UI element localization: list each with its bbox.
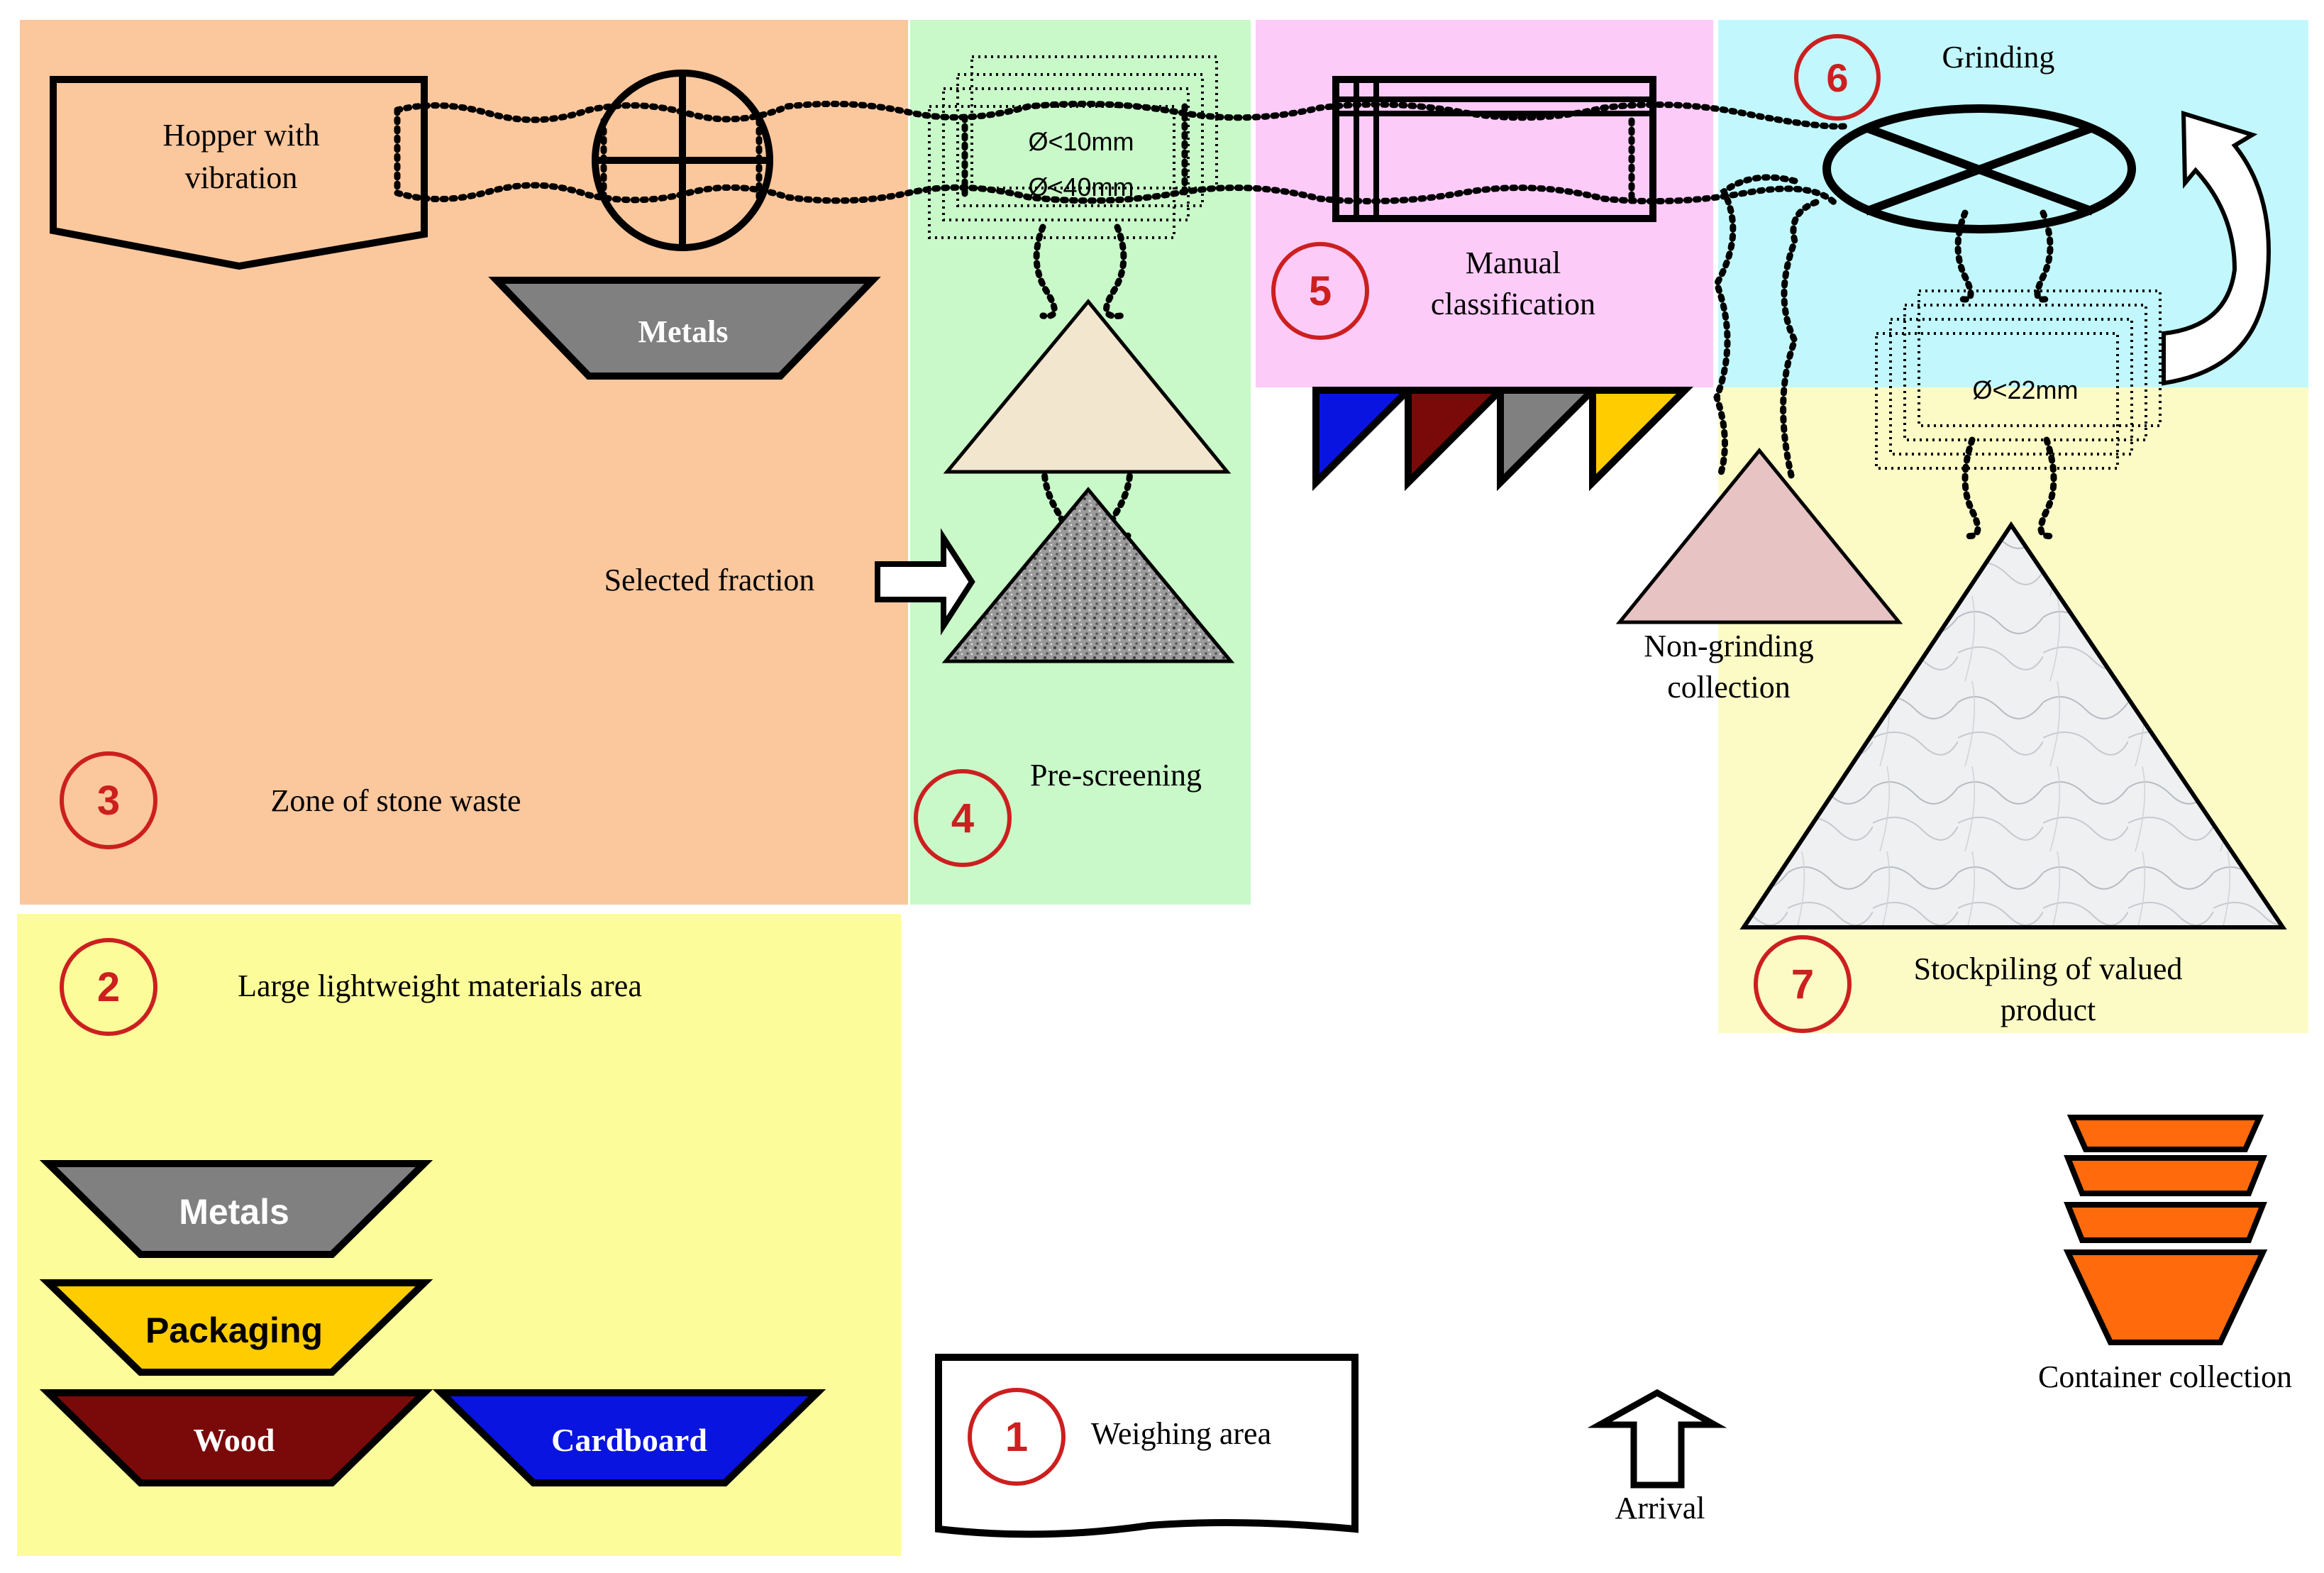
zone-stone-waste	[20, 20, 908, 905]
sorting-bins	[1312, 387, 1694, 492]
zone-7-number: 7	[1791, 961, 1814, 1008]
grinding-screen	[1875, 289, 2162, 470]
hopper-label-line1: Hopper with	[162, 118, 319, 153]
arrival-label: Arrival	[1615, 1491, 1705, 1525]
zone-7-marker	[1754, 935, 1852, 1033]
metals-bin-magnet	[488, 277, 881, 380]
zone-1-marker	[968, 1388, 1066, 1486]
zone-5-label-line2: classification	[1431, 287, 1595, 321]
zone-1-number: 1	[1005, 1414, 1028, 1460]
zone-3-number: 3	[97, 778, 120, 824]
zone-1-label: Weighing area	[1091, 1416, 1271, 1451]
hopper-label-line2: vibration	[185, 160, 298, 195]
zone-2-marker	[60, 938, 157, 1036]
zone-4-marker	[914, 769, 1012, 867]
selected-fraction-pile	[941, 487, 1235, 663]
weighing-area-document	[935, 1354, 1359, 1538]
selected-fraction-arrow-icon	[875, 528, 975, 636]
zone-3-label: Zone of stone waste	[270, 783, 521, 818]
zone-6-marker	[1794, 34, 1881, 121]
packaging-bin	[39, 1279, 433, 1376]
zone-6-number: 6	[1826, 55, 1848, 100]
container-stack-icon	[2063, 1115, 2268, 1345]
screen-fine-label: Ø<10mm	[1028, 127, 1134, 156]
grinding-chute	[1954, 209, 2057, 540]
zone-7-label-line1: Stockpiling of valued	[1914, 951, 2183, 986]
recirculation-arrow-icon	[2162, 110, 2271, 386]
manual-classification-cabin	[1332, 76, 1656, 222]
zone-4-number: 4	[951, 795, 974, 841]
metals-bin-magnet-label: Metals	[638, 314, 728, 349]
zone-4-label: Pre-screening	[1030, 758, 1202, 793]
non-grinding-label-line1: Non-grinding	[1644, 629, 1814, 663]
cardboard-bin-label: Cardboard	[551, 1422, 707, 1458]
selected-fraction-label: Selected fraction	[604, 563, 815, 597]
container-collection-label: Container collection	[2038, 1359, 2292, 1394]
wood-bin	[39, 1389, 433, 1486]
non-grinding-chute	[1713, 174, 1820, 479]
packaging-bin-label: Packaging	[145, 1310, 323, 1350]
zone-5-number: 5	[1309, 268, 1332, 314]
metals-bin-label: Metals	[179, 1192, 289, 1232]
wood-bin-label: Wood	[193, 1422, 275, 1458]
magnetic-separator-icon	[592, 70, 773, 251]
screen-coarse-label: Ø<40mm	[1028, 172, 1134, 202]
zone-5-marker	[1271, 242, 1369, 340]
non-grinding-label-line2: collection	[1667, 670, 1791, 705]
conveyor-belt	[394, 100, 1848, 209]
zone-6-label: Grinding	[1942, 40, 2055, 74]
fine-fraction-pile	[943, 299, 1232, 474]
arrival-arrow-icon	[1587, 1389, 1727, 1489]
grinding-mill-icon	[1822, 104, 2136, 233]
zone-7-label-line2: product	[2001, 993, 2096, 1027]
non-grinding-pile	[1615, 448, 1903, 624]
zone-2-number: 2	[97, 964, 120, 1010]
hopper-shape	[50, 76, 428, 270]
pre-screening-drum	[928, 55, 1218, 239]
metals-bin	[39, 1160, 433, 1258]
zone-2-label: Large lightweight materials area	[238, 968, 642, 1003]
zone-5-label-line1: Manual	[1466, 245, 1561, 280]
valued-product-stockpile	[1739, 521, 2287, 929]
zone-3-marker	[60, 751, 157, 849]
screen-grind-label: Ø<22mm	[1972, 375, 2078, 404]
cardboard-bin	[432, 1389, 826, 1486]
